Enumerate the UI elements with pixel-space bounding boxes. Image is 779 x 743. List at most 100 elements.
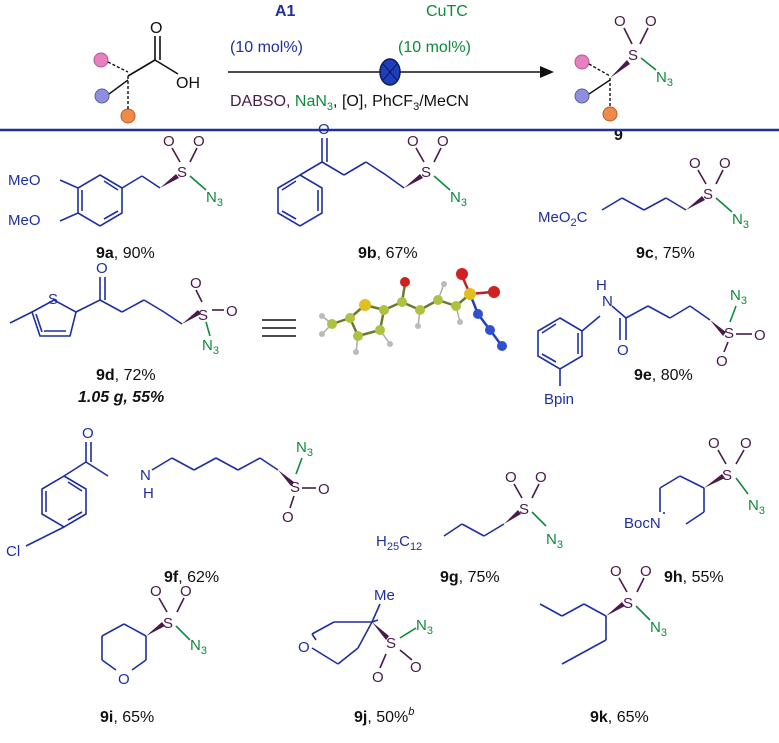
substituent-purple-icon: [574, 88, 590, 104]
catalyst-loading: (10 mol%): [230, 39, 303, 56]
svg-text:O: O: [372, 669, 384, 686]
svg-text:9e, 80%: 9e, 80%: [634, 367, 693, 384]
crystal-structure: [319, 268, 507, 355]
svg-text:O: O: [407, 133, 419, 150]
compound-9d: S O S O O N3 9d, 72% 1.05 g, 55%: [9, 260, 238, 406]
svg-text:S: S: [290, 479, 300, 496]
svg-text:O: O: [740, 435, 752, 452]
svg-text:Me: Me: [374, 587, 395, 604]
svg-text:O: O: [180, 583, 192, 600]
svg-text:1.05 g, 55%: 1.05 g, 55%: [78, 389, 164, 406]
starting-material: O OH: [93, 20, 200, 124]
svg-text:O: O: [535, 469, 547, 486]
substituent-orange-icon: [120, 108, 136, 124]
svg-text:O: O: [716, 353, 728, 370]
svg-text:O: O: [163, 133, 175, 150]
substituent-pink-icon: [93, 52, 109, 68]
substituent-orange-icon: [602, 106, 618, 122]
svg-text:MeO: MeO: [8, 172, 41, 189]
svg-text:9f, 62%: 9f, 62%: [164, 569, 219, 586]
svg-text:O: O: [226, 303, 238, 320]
svg-text:O: O: [437, 133, 449, 150]
svg-text:S: S: [628, 47, 638, 64]
svg-text:S: S: [48, 291, 58, 308]
svg-text:O: O: [318, 121, 330, 138]
svg-text:N3: N3: [650, 619, 667, 639]
substituent-pink-icon: [574, 54, 590, 70]
compound-9b: O S O O N3 9b, 67%: [277, 121, 467, 262]
svg-text:9k, 65%: 9k, 65%: [590, 709, 649, 726]
compound-9h: BocN S O O N3 9h, 55%: [624, 435, 765, 586]
compound-9f: Cl O N H S O O N3 9f, 62%: [6, 425, 330, 586]
svg-text:S: S: [724, 325, 734, 342]
svg-text:N3: N3: [730, 287, 747, 307]
svg-text:O: O: [150, 583, 162, 600]
svg-text:N3: N3: [296, 439, 313, 459]
svg-text:BocN: BocN: [624, 515, 661, 532]
svg-text:N3: N3: [732, 211, 749, 231]
compound-9a: MeO MeO S O O N3 9a, 90%: [8, 133, 223, 262]
svg-text:9i, 65%: 9i, 65%: [100, 709, 154, 726]
compound-9c: MeO2C S O O N3 9c, 75%: [538, 155, 749, 262]
svg-text:N: N: [140, 467, 151, 484]
svg-text:O: O: [754, 327, 766, 344]
svg-text:N3: N3: [202, 337, 219, 357]
svg-text:S: S: [386, 635, 396, 652]
svg-text:O: O: [193, 133, 205, 150]
svg-text:O: O: [190, 275, 202, 292]
svg-text:N3: N3: [546, 531, 563, 551]
svg-text:O: O: [719, 155, 731, 172]
svg-text:Bpin: Bpin: [544, 391, 574, 408]
carboxyl-oxygen-label: O: [150, 20, 162, 37]
product-number: 9: [614, 127, 623, 144]
copper-loading: (10 mol%): [398, 39, 471, 56]
svg-text:O: O: [610, 563, 622, 580]
svg-text:O: O: [318, 481, 330, 498]
svg-text:S: S: [421, 164, 431, 181]
compound-9k: S O O N3 9k, 65%: [539, 563, 667, 726]
svg-text:9a, 90%: 9a, 90%: [96, 245, 155, 262]
svg-text:N: N: [602, 293, 613, 310]
reaction-arrow: [228, 58, 554, 86]
compound-9j: O Me S N3 O O 9j, 50%b: [298, 587, 433, 726]
product-general: S O O N3 9: [574, 13, 673, 144]
equivalence-symbol: [262, 319, 296, 337]
svg-text:S: S: [163, 615, 173, 632]
svg-text:S: S: [519, 501, 529, 518]
svg-text:9j, 50%b: 9j, 50%b: [354, 706, 414, 726]
substituent-purple-icon: [94, 88, 110, 104]
svg-text:O: O: [617, 342, 629, 359]
reagents-line: DABSO, NaN3, [O], PhCF3/MeCN: [230, 93, 469, 113]
copper-name: CuTC: [426, 3, 468, 20]
svg-text:N3: N3: [450, 189, 467, 209]
svg-text:9h, 55%: 9h, 55%: [664, 569, 724, 586]
compound-9e: Bpin N H O S O O N3 9e, 80%: [537, 277, 766, 408]
svg-text:H25C12: H25C12: [376, 533, 422, 553]
svg-text:O: O: [118, 671, 130, 688]
svg-text:N3: N3: [206, 189, 223, 209]
svg-text:MeO: MeO: [8, 212, 41, 229]
svg-text:O: O: [689, 155, 701, 172]
svg-text:S: S: [722, 467, 732, 484]
catalyst-name: A1: [275, 3, 296, 20]
svg-text:O: O: [645, 13, 657, 30]
svg-text:9g, 75%: 9g, 75%: [440, 569, 500, 586]
svg-text:9b, 67%: 9b, 67%: [358, 245, 418, 262]
svg-text:O: O: [82, 425, 94, 442]
svg-text:O: O: [614, 13, 626, 30]
compound-9i: O S O O N3 9i, 65%: [100, 583, 207, 726]
svg-text:S: S: [177, 164, 187, 181]
hydroxyl-label: OH: [176, 75, 200, 92]
svg-text:MeO2C: MeO2C: [538, 209, 588, 229]
svg-text:O: O: [298, 639, 310, 656]
svg-text:O: O: [96, 260, 108, 277]
svg-text:H: H: [143, 485, 154, 502]
svg-text:Cl: Cl: [6, 543, 20, 560]
svg-text:O: O: [410, 659, 422, 676]
svg-text:9c, 75%: 9c, 75%: [636, 245, 695, 262]
svg-text:O: O: [282, 509, 294, 526]
svg-text:N3: N3: [748, 497, 765, 517]
svg-text:O: O: [640, 563, 652, 580]
svg-text:S: S: [623, 595, 633, 612]
